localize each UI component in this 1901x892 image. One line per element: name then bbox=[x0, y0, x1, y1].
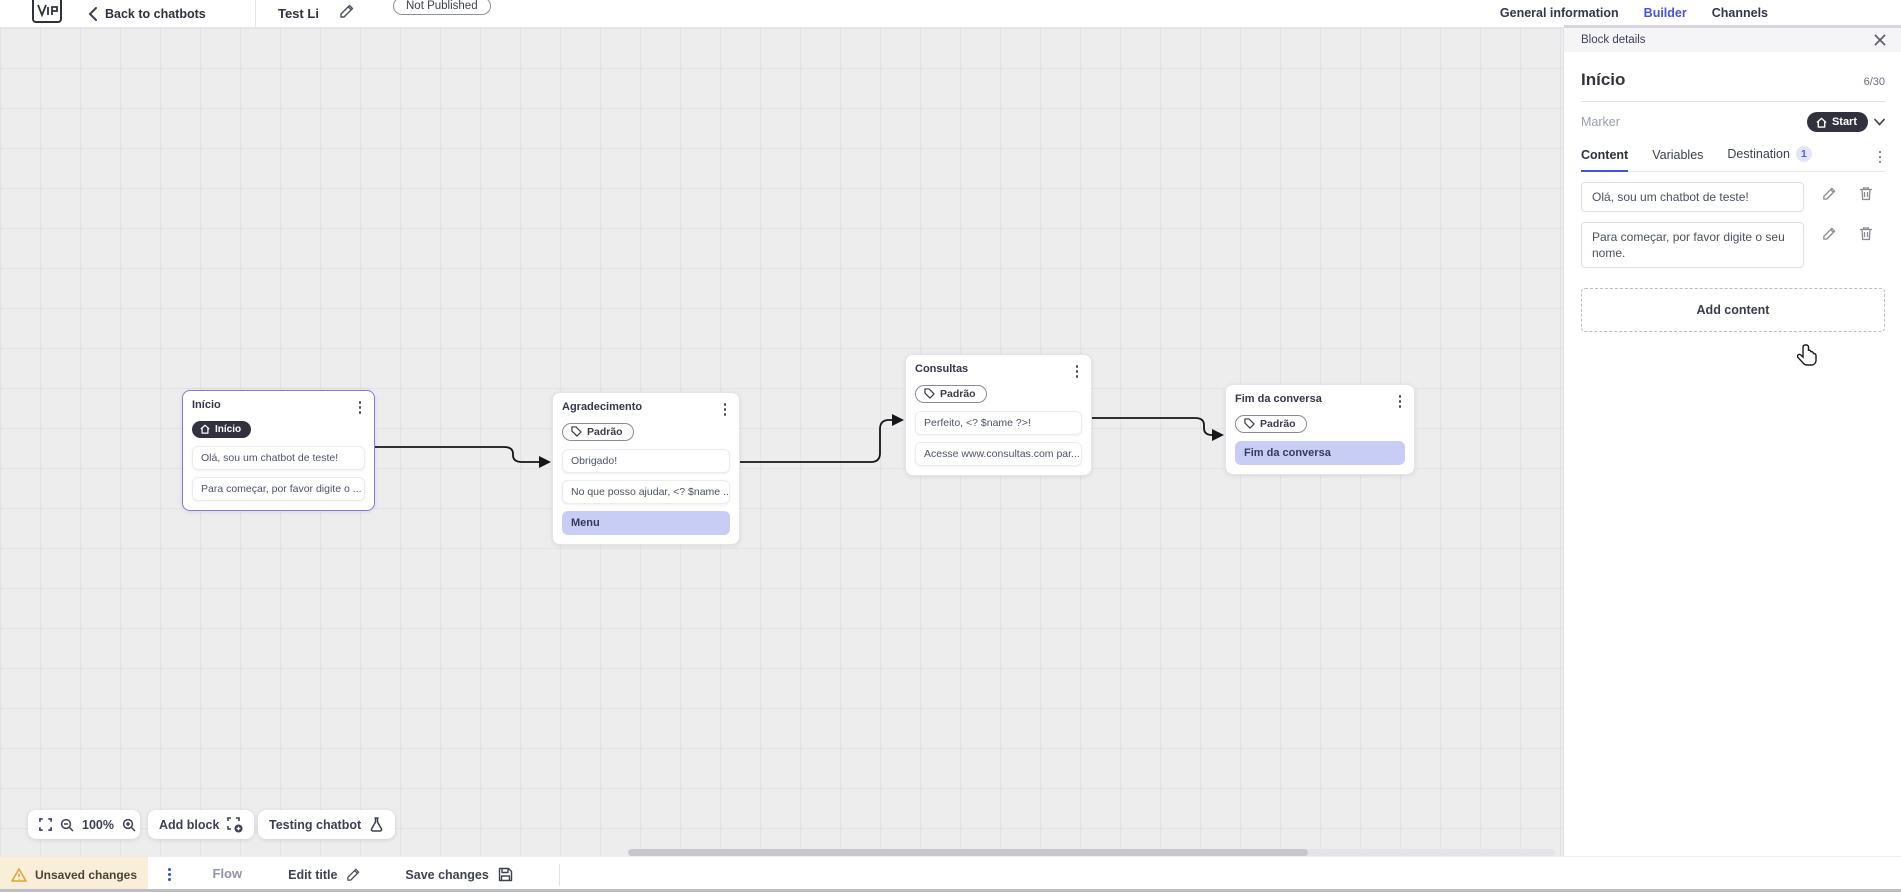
edit-pencil-icon[interactable] bbox=[1822, 186, 1837, 201]
chatbot-title: Test Li bbox=[278, 6, 319, 21]
panel-header-title: Block details bbox=[1581, 34, 1646, 46]
panel-top-strip bbox=[1564, 25, 1901, 28]
builder-nav-tabs: General information Builder Channels bbox=[1500, 0, 1768, 28]
marker-label: Marker bbox=[1581, 115, 1620, 129]
node-message[interactable]: Para começar, por favor digite o ... bbox=[192, 477, 365, 501]
content-message[interactable]: Olá, sou um chatbot de teste! bbox=[1581, 182, 1804, 212]
content-item-row: Para começar, por favor digite o seu nom… bbox=[1581, 222, 1885, 268]
canvas-hscroll-track[interactable] bbox=[628, 849, 1555, 856]
flow-node-agradecimento[interactable]: Agradecimento Padrão Obrigado! No que po… bbox=[552, 392, 740, 545]
node-title: Início bbox=[192, 399, 221, 411]
chevron-left-icon bbox=[88, 6, 97, 21]
node-message[interactable]: Olá, sou um chatbot de teste! bbox=[192, 446, 365, 470]
char-count: 6/30 bbox=[1863, 76, 1885, 88]
bottom-edge-strip bbox=[0, 889, 1901, 892]
testing-chatbot-button[interactable]: Testing chatbot bbox=[258, 810, 396, 839]
unsaved-changes-indicator: Unsaved changes bbox=[0, 857, 148, 892]
block-details-panel: Block details Início 6/30 Marker Start bbox=[1563, 25, 1901, 856]
top-bar: Back to chatbots Test Li Not Published G… bbox=[0, 0, 1901, 28]
add-block-button[interactable]: Add block bbox=[148, 810, 255, 839]
node-button-fim[interactable]: Fim da conversa bbox=[1235, 441, 1405, 465]
chevron-down-icon[interactable] bbox=[1874, 118, 1885, 126]
padrao-badge: Padrão bbox=[562, 422, 634, 441]
add-content-button[interactable]: Add content bbox=[1581, 288, 1885, 332]
flow-node-fim-da-conversa[interactable]: Fim da conversa Padrão Fim da conversa bbox=[1225, 384, 1415, 475]
back-to-chatbots-button[interactable]: Back to chatbots bbox=[88, 0, 206, 27]
tag-icon bbox=[924, 388, 935, 399]
testing-chatbot-label: Testing chatbot bbox=[269, 817, 362, 832]
flow-node-consultas[interactable]: Consultas Padrão Perfeito, <? $name ?>! … bbox=[905, 354, 1092, 476]
node-message[interactable]: Acesse www.consultas.com par... bbox=[915, 442, 1082, 466]
status-badge: Not Published bbox=[393, 0, 491, 15]
node-message[interactable]: Perfeito, <? $name ?>! bbox=[915, 411, 1082, 435]
bottombar-divider bbox=[558, 863, 560, 886]
canvas-hscroll-thumb[interactable] bbox=[628, 849, 1308, 856]
marker-start-pill[interactable]: Start bbox=[1806, 112, 1868, 132]
start-marker-badge: Início bbox=[192, 420, 252, 438]
trash-icon[interactable] bbox=[1859, 186, 1873, 201]
home-icon bbox=[1816, 117, 1827, 128]
tab-channels[interactable]: Channels bbox=[1711, 6, 1768, 20]
padrao-badge: Padrão bbox=[915, 384, 987, 403]
zoom-controls: 100% bbox=[28, 810, 140, 839]
tab-flow[interactable]: Flow bbox=[188, 857, 267, 892]
add-block-icon bbox=[227, 816, 243, 833]
zoom-level: 100% bbox=[82, 817, 114, 832]
node-title: Consultas bbox=[915, 363, 969, 375]
edit-title-button[interactable]: Edit title bbox=[266, 857, 383, 892]
panel-header: Block details bbox=[1564, 28, 1901, 52]
tag-icon bbox=[571, 426, 582, 437]
warning-icon bbox=[11, 867, 27, 882]
save-changes-button[interactable]: Save changes bbox=[383, 857, 534, 892]
fullscreen-icon[interactable] bbox=[39, 818, 52, 831]
tab-content[interactable]: Content bbox=[1581, 148, 1629, 172]
tab-builder[interactable]: Builder bbox=[1643, 0, 1687, 28]
zoom-out-icon[interactable] bbox=[60, 818, 74, 832]
save-icon bbox=[498, 867, 513, 882]
node-message[interactable]: Obrigado! bbox=[562, 449, 730, 473]
mouse-cursor-icon bbox=[1796, 343, 1819, 374]
node-title: Agradecimento bbox=[562, 401, 643, 413]
topbar-divider bbox=[255, 0, 256, 28]
panel-divider bbox=[1581, 101, 1885, 102]
block-name[interactable]: Início bbox=[1581, 70, 1626, 89]
flow-node-inicio[interactable]: Início Início Olá, sou um chatbot de tes… bbox=[182, 390, 375, 511]
content-message[interactable]: Para começar, por favor digite o seu nom… bbox=[1581, 222, 1804, 268]
flow-canvas[interactable]: Início Início Olá, sou um chatbot de tes… bbox=[0, 28, 1563, 856]
add-block-label: Add block bbox=[159, 817, 220, 832]
close-icon[interactable] bbox=[1874, 34, 1886, 46]
panel-tabs-menu-icon[interactable] bbox=[1875, 149, 1886, 166]
node-menu-icon[interactable] bbox=[355, 399, 366, 416]
node-button-menu[interactable]: Menu bbox=[562, 511, 730, 535]
edit-pencil-icon[interactable] bbox=[1822, 226, 1837, 241]
tab-destination[interactable]: Destination 1 bbox=[1727, 146, 1812, 172]
node-menu-icon[interactable] bbox=[1395, 393, 1406, 410]
padrao-badge: Padrão bbox=[1235, 414, 1307, 433]
node-title: Fim da conversa bbox=[1235, 393, 1322, 405]
panel-tabs: Content Variables Destination 1 bbox=[1581, 146, 1885, 172]
home-icon bbox=[200, 424, 210, 434]
pencil-icon bbox=[347, 868, 360, 881]
back-label: Back to chatbots bbox=[105, 6, 206, 21]
content-item-row: Olá, sou um chatbot de teste! bbox=[1581, 182, 1885, 212]
tab-general-information[interactable]: General information bbox=[1499, 6, 1619, 20]
destination-count-badge: 1 bbox=[1795, 146, 1812, 162]
flask-icon bbox=[369, 817, 384, 832]
node-menu-icon[interactable] bbox=[1072, 363, 1083, 380]
unsaved-changes-label: Unsaved changes bbox=[34, 867, 138, 882]
node-menu-icon[interactable] bbox=[720, 401, 731, 418]
zoom-in-icon[interactable] bbox=[122, 818, 136, 832]
node-message[interactable]: No que posso ajudar, <? $name ... bbox=[562, 480, 730, 504]
app-logo-icon[interactable] bbox=[30, 0, 64, 31]
tab-variables[interactable]: Variables bbox=[1652, 148, 1704, 162]
bottombar-menu-icon[interactable] bbox=[148, 857, 189, 892]
edit-title-pencil-icon[interactable] bbox=[339, 3, 355, 19]
tag-icon bbox=[1244, 418, 1255, 429]
trash-icon[interactable] bbox=[1859, 226, 1873, 241]
bottom-bar: Unsaved changes Flow Edit title Save cha… bbox=[0, 856, 1901, 892]
